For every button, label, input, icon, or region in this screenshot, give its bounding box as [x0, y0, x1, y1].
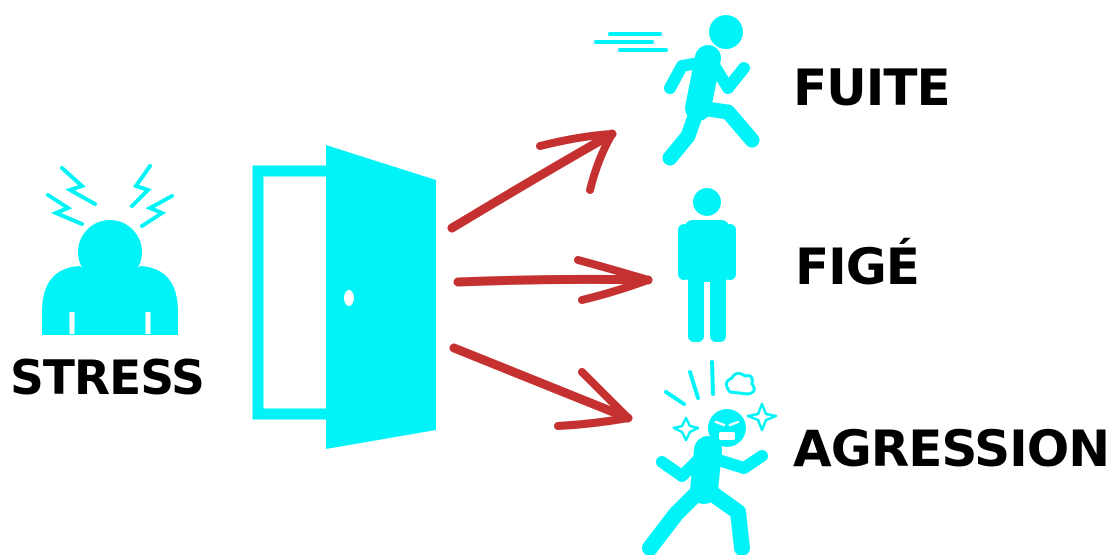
aggression-label: AGRESSION — [793, 424, 1109, 474]
running-person-icon — [596, 15, 752, 158]
stressed-person-icon — [42, 166, 178, 335]
standing-person-icon — [678, 188, 736, 342]
flight-label: FUITE — [793, 63, 950, 113]
stress-label: STRESS — [10, 355, 204, 402]
arrow-to-aggression — [454, 348, 628, 426]
freeze-label: FIGÉ — [795, 242, 919, 292]
arrow-to-flight — [452, 134, 612, 228]
arrow-to-freeze — [458, 260, 648, 300]
open-door-icon — [258, 145, 436, 449]
angry-person-icon — [650, 362, 776, 548]
